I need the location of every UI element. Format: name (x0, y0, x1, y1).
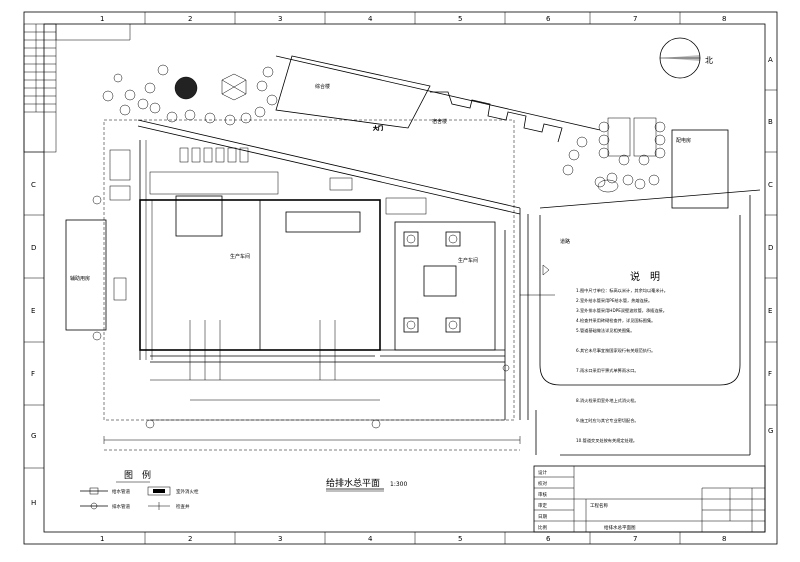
col-label: 6 (546, 535, 551, 543)
pipelines (92, 140, 555, 429)
row-label: D (31, 244, 36, 252)
building-label: 宿舍楼 (432, 118, 447, 125)
legend-item: 检查井 (176, 503, 190, 510)
row-label: A (768, 56, 773, 64)
right-workshop: 生产车间 (394, 221, 496, 351)
tb-drawing-name: 给排水总平面图 (604, 524, 636, 531)
north-arrow: 北 (659, 37, 713, 79)
col-label: 1 (100, 535, 104, 543)
drawing-scale: 1:300 (390, 481, 407, 488)
building-label: 配电房 (676, 137, 691, 144)
tb-row: 审定 (538, 502, 547, 509)
row-label: H (31, 499, 36, 507)
col-label: 2 (188, 535, 192, 543)
top-building: 综合楼 宿舍楼 (275, 55, 563, 143)
row-labels-left: C D E F G H (24, 151, 44, 507)
tb-row: 设计 (538, 469, 547, 476)
note-line: 7.雨水口采用平箅式单箅雨水口。 (576, 367, 639, 374)
legend-item: 排水管道 (112, 503, 130, 510)
legend-item: 给水管道 (112, 488, 130, 495)
legend-item: 室外消火栓 (176, 488, 199, 495)
col-label: 4 (368, 535, 373, 543)
building-label: 生产车间 (230, 253, 250, 260)
col-label: 2 (188, 15, 192, 23)
col-label: 8 (722, 15, 726, 23)
col-label: 5 (458, 15, 462, 23)
row-label: G (31, 432, 36, 440)
col-label: 4 (368, 15, 373, 23)
outer-frame (23, 11, 778, 545)
parking: 大门 (149, 125, 427, 215)
roads: 道路 (137, 55, 761, 456)
note-line: 5.管道基础做法详见相关图集。 (576, 327, 634, 334)
row-label: D (768, 244, 773, 252)
drawing-title-text: 给排水总平面 (326, 477, 380, 489)
landscape-trees (102, 64, 666, 190)
tb-row: 校对 (538, 480, 547, 487)
col-label: 7 (633, 535, 637, 543)
row-label: F (768, 370, 772, 378)
note-line: 9.施工时应与其它专业密切配合。 (576, 417, 639, 424)
row-labels-right: A B C D E F G (765, 56, 777, 435)
col-label: 7 (633, 15, 637, 23)
building-label: 生产车间 (458, 257, 478, 264)
tb-row: 日期 (538, 514, 547, 520)
notes-title: 说 明 (630, 270, 660, 283)
note-line: 4.检查井采用砖砌检查井，详见国标图集。 (576, 317, 655, 324)
road-label: 道路 (560, 238, 570, 245)
legend: 图 例 给水管道 排水管道 室外消火栓 检查井 (80, 469, 199, 510)
note-line: 2.室外给水管采用PE给水管，热熔连接。 (576, 297, 652, 304)
drawing-title: 给排水总平面 1:300 (326, 477, 407, 492)
gate-label: 大门 (373, 125, 383, 132)
row-label: G (768, 427, 773, 435)
col-label: 5 (458, 535, 462, 543)
column-labels-bottom: 1 2 3 4 5 6 7 8 (100, 532, 726, 544)
left-annex: 辅助用房 (65, 149, 131, 331)
row-label: C (768, 181, 773, 189)
column-labels-top: 1 2 3 4 5 6 7 8 (100, 12, 726, 24)
row-label: B (768, 118, 773, 126)
row-label: E (31, 307, 35, 315)
building-label: 综合楼 (315, 83, 330, 90)
row-label: F (31, 370, 35, 378)
north-label: 北 (705, 56, 713, 65)
col-label: 3 (278, 15, 282, 23)
tb-row: 比例 (538, 524, 547, 531)
col-label: 1 (100, 15, 104, 23)
main-building: 生产车间 (139, 195, 505, 363)
note-line: 1.图中尺寸单位：标高以米计，其余均以毫米计。 (576, 287, 668, 294)
note-line: 6.其它未尽事宜按国家现行有关规范执行。 (576, 347, 655, 354)
note-line: 3.室外排水管采用HDPE双壁波纹管，承插连接。 (576, 307, 667, 314)
right-building: 配电房 (597, 117, 729, 209)
row-label: E (768, 307, 772, 315)
legend-title: 图 例 (124, 469, 151, 481)
dimensions (103, 399, 521, 444)
note-line: 8.消火栓采用室外地上式消火栓。 (576, 397, 639, 404)
revision-table (23, 23, 131, 153)
tb-project: 工程名称 (590, 502, 608, 509)
tb-row: 审核 (538, 491, 547, 498)
note-line: 10.管道交叉处按有关规定处理。 (576, 437, 637, 444)
notes-block: 说 明 1.图中尺寸单位：标高以米计，其余均以毫米计。 2.室外给水管采用PE给… (576, 270, 668, 444)
title-block: 设计 校对 审核 审定 日期 比例 工程名称 给排水总平面图 (533, 465, 766, 533)
col-label: 3 (278, 535, 282, 543)
col-label: 8 (722, 535, 726, 543)
row-label: C (31, 181, 36, 189)
col-label: 6 (546, 15, 551, 23)
building-label: 辅助用房 (70, 275, 90, 282)
